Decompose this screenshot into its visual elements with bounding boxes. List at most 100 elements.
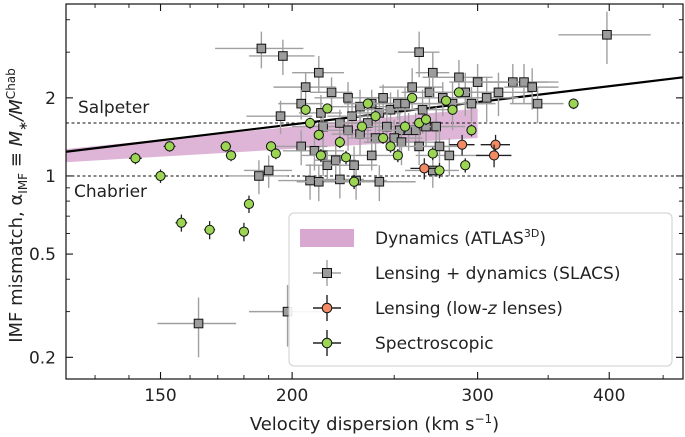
- data-point: [431, 121, 441, 132]
- data-point: [434, 165, 445, 176]
- data-point: [265, 141, 277, 152]
- legend-label-italic: z: [487, 299, 498, 319]
- legend-circle-marker: [321, 337, 333, 349]
- y-axis-title-a: IMF mismatch, α: [6, 194, 27, 343]
- data-point: [481, 93, 492, 103]
- data-point: [407, 92, 418, 103]
- data-point: [527, 82, 537, 92]
- legend-item-3: Lensing (low-z lenses): [313, 295, 563, 321]
- data-point: [349, 160, 359, 171]
- legend-label: Dynamics (ATLAS3D): [375, 227, 546, 249]
- legend-item-1: Dynamics (ATLAS3D): [300, 227, 546, 249]
- data-point: [300, 104, 311, 115]
- data-point: [466, 125, 477, 136]
- data-point: [313, 129, 324, 140]
- data-point: [414, 47, 424, 57]
- data-point: [304, 117, 316, 129]
- data-point: [392, 150, 403, 161]
- legend-label-main: Spectroscopic: [375, 334, 494, 354]
- legend-label-main: Dynamics (ATLAS: [375, 229, 524, 249]
- data-point: [313, 176, 324, 187]
- data-point: [396, 137, 407, 147]
- x-axis-title: Velocity dispersion (km s−1): [250, 412, 499, 435]
- data-point: [493, 87, 504, 98]
- data-point: [176, 217, 187, 228]
- legend-label-main: Lensing (low-: [375, 299, 488, 319]
- y-axis-title: IMF mismatch, αIMF ≡ M∗/MChab: [4, 68, 30, 343]
- x-axis-title-end: ): [492, 414, 499, 435]
- data-point: [315, 150, 327, 161]
- data-point: [347, 111, 357, 121]
- data-point: [488, 150, 500, 161]
- data-point: [568, 98, 579, 109]
- legend-circle-marker: [321, 302, 333, 314]
- data-point: [385, 141, 396, 152]
- y-tick-label: 0.5: [29, 245, 56, 265]
- data-point: [440, 95, 452, 106]
- data-point: [427, 148, 438, 159]
- data-point: [254, 171, 264, 181]
- data-point: [399, 121, 411, 132]
- y-axis-title-c: /M: [6, 99, 27, 123]
- data-point: [225, 150, 237, 161]
- data-points: [128, 11, 651, 358]
- data-point: [193, 318, 204, 329]
- data-point: [444, 150, 455, 161]
- data-point: [356, 121, 368, 132]
- data-point: [322, 103, 333, 114]
- data-point: [420, 114, 432, 125]
- data-point: [460, 160, 471, 171]
- y-axis-title-b: ≡ M: [6, 130, 27, 173]
- legend-item-4: Spectroscopic: [313, 330, 494, 356]
- data-point: [275, 111, 286, 121]
- data-point: [334, 137, 345, 148]
- y-tick-label: 2: [45, 89, 56, 109]
- data-point: [300, 82, 311, 92]
- y-axis-title-sub: IMF: [16, 173, 30, 194]
- legend-label-sup: 3D: [524, 227, 539, 240]
- data-point: [296, 141, 306, 152]
- data-point: [466, 98, 477, 109]
- y-axis-title-sup: Chab: [4, 68, 18, 99]
- legend-item-2: Lensing + dynamics (SLACS): [313, 260, 620, 286]
- legend-box: [288, 212, 673, 367]
- x-tick-label: 300: [461, 386, 493, 406]
- data-point: [343, 125, 353, 136]
- data-point: [243, 198, 255, 210]
- y-tick-label: 0.2: [29, 348, 56, 368]
- data-point: [330, 155, 341, 166]
- x-axis-title-sup: −1: [474, 412, 492, 426]
- x-axis-title-main: Velocity dispersion (km s: [250, 414, 475, 435]
- data-point: [335, 174, 345, 185]
- data-point: [453, 87, 465, 98]
- data-point: [256, 43, 267, 54]
- data-point: [370, 111, 381, 122]
- data-point: [454, 72, 464, 83]
- legend-square-marker: [322, 268, 332, 278]
- data-point: [305, 175, 315, 186]
- legend-label-main: Lensing + dynamics (SLACS): [375, 264, 620, 284]
- data-point: [407, 82, 417, 92]
- data-point: [340, 152, 352, 163]
- data-point: [362, 98, 373, 109]
- legend-label: Lensing (low-z lenses): [375, 299, 563, 319]
- data-point: [447, 104, 458, 115]
- data-point: [343, 93, 353, 103]
- data-point: [130, 153, 141, 164]
- data-point: [377, 132, 389, 144]
- x-tick-label: 400: [593, 386, 625, 406]
- plot-frame: [65, 3, 684, 380]
- legend: Dynamics (ATLAS3D) Lensing + dynamics (SL…: [288, 212, 673, 367]
- data-point: [417, 104, 428, 115]
- data-point: [204, 224, 215, 235]
- series-spectroscopic: [128, 87, 579, 242]
- data-point: [155, 170, 166, 182]
- legend-label: Spectroscopic: [375, 334, 494, 354]
- data-point: [457, 139, 468, 150]
- data-point: [220, 141, 231, 152]
- legend-label-end: ): [539, 229, 546, 249]
- data-point: [378, 93, 388, 103]
